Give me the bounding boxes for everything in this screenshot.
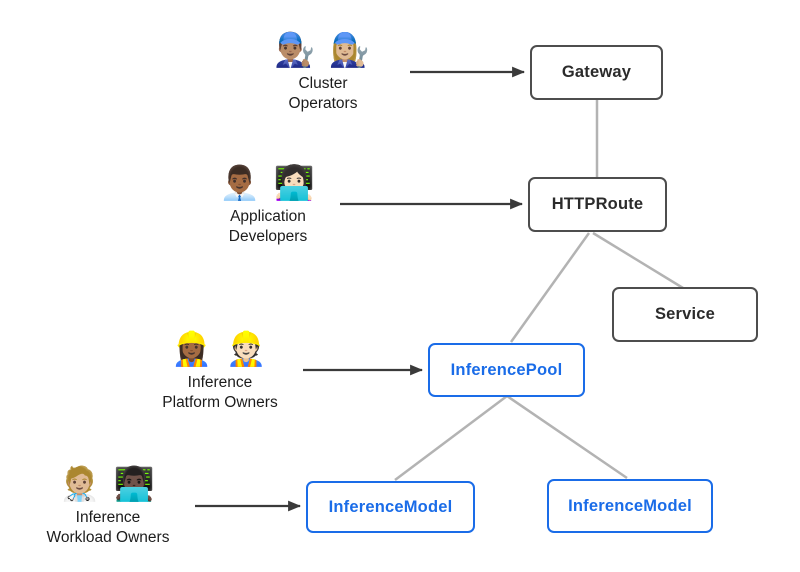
edge-inferencepool-inferencemodel-left xyxy=(394,395,508,481)
workload-owners-emoji-icon: 🧑🏼‍⚕️ 👨🏿‍💻 xyxy=(59,465,157,502)
persona-label-line: Inference xyxy=(187,373,253,391)
persona-label-line: Developers xyxy=(228,228,308,246)
service-node-label: Service xyxy=(654,305,716,323)
gateway-node-label: Gateway xyxy=(561,63,632,81)
gateway-node: Gateway xyxy=(530,45,663,100)
persona-label-inference-platform-owners: Inference Platform Owners xyxy=(120,373,320,414)
inferencemodel-left-node: InferenceModel xyxy=(306,481,475,533)
persona-inference-platform-owners: 👷🏾‍♀️ 👷🏻 Inference Platform Owners xyxy=(120,330,320,414)
persona-label-application-developers: Application Developers xyxy=(173,207,363,248)
persona-cluster-operators: 👨🏽‍🔧 👩🏼‍🔧 Cluster Operators xyxy=(228,31,418,115)
inferencepool-node-label: InferencePool xyxy=(450,360,563,379)
persona-label-line: Platform Owners xyxy=(162,394,278,412)
edge-inferencepool-inferencemodel-right xyxy=(506,394,628,480)
inferencemodel-right-node: InferenceModel xyxy=(547,479,713,533)
edge-httproute-service xyxy=(592,231,684,290)
inferencemodel-left-node-label: InferenceModel xyxy=(328,497,453,516)
persona-label-line: Application xyxy=(230,207,306,225)
edge-httproute-inferencepool xyxy=(509,232,591,343)
persona-application-developers: 👨🏾‍💼 👩🏻‍💻 Application Developers xyxy=(173,164,363,248)
persona-label-line: Cluster xyxy=(298,74,348,92)
httproute-node-label: HTTPRoute xyxy=(551,195,644,213)
persona-inference-workload-owners: 🧑🏼‍⚕️ 👨🏿‍💻 Inference Workload Owners xyxy=(8,465,208,549)
persona-label-inference-workload-owners: Inference Workload Owners xyxy=(8,508,208,549)
persona-label-line: Operators xyxy=(288,95,358,113)
httproute-node: HTTPRoute xyxy=(528,177,667,232)
persona-label-line: Workload Owners xyxy=(46,529,170,547)
service-node: Service xyxy=(612,287,758,342)
developers-emoji-icon: 👨🏾‍💼 👩🏻‍💻 xyxy=(219,164,317,201)
construction-workers-emoji-icon: 👷🏾‍♀️ 👷🏻 xyxy=(171,330,269,367)
persona-label-line: Inference xyxy=(75,508,141,526)
inferencepool-node: InferencePool xyxy=(428,343,585,397)
persona-label-cluster-operators: Cluster Operators xyxy=(228,74,418,115)
inferencemodel-right-node-label: InferenceModel xyxy=(568,496,692,515)
mechanics-emoji-icon: 👨🏽‍🔧 👩🏼‍🔧 xyxy=(274,31,372,68)
